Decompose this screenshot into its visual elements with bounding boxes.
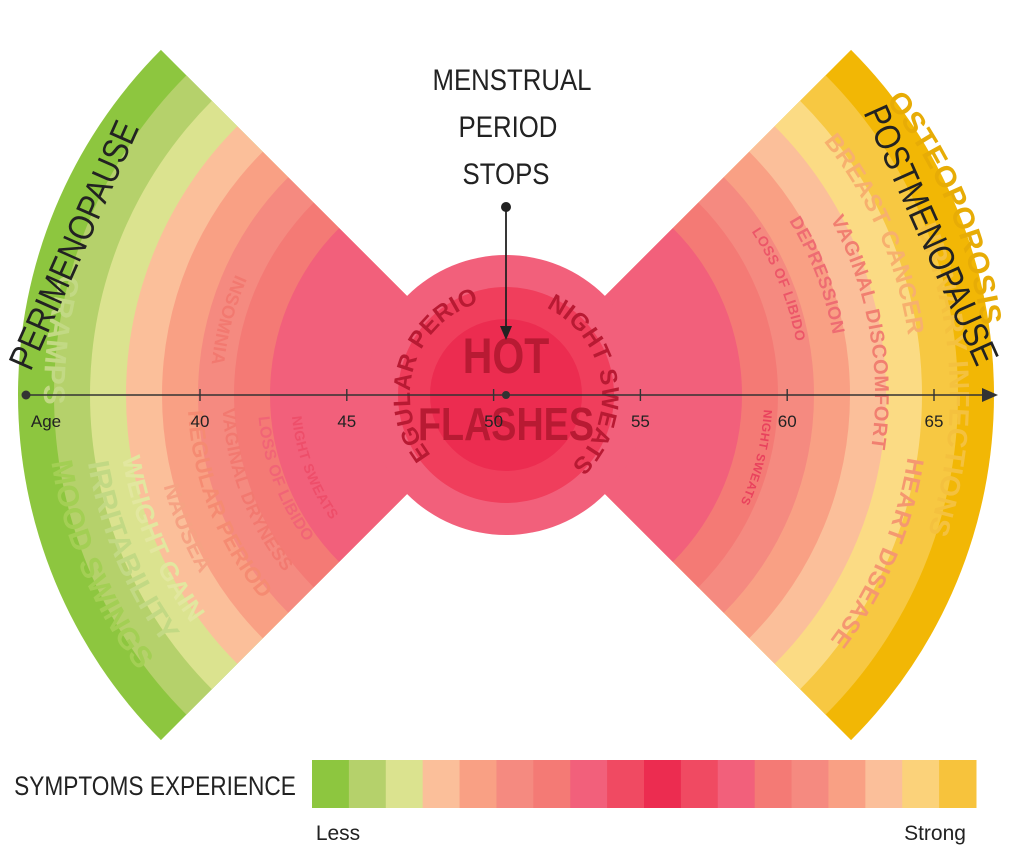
menstrual-period-stops-callout: MENSTRUAL PERIOD STOPS [432, 63, 592, 340]
legend-title: SYMPTOMS EXPERIENCE [14, 771, 296, 801]
legend-low-label: Less [316, 822, 360, 845]
tick-label-50: 50 [484, 412, 503, 431]
tick-label-60: 60 [778, 412, 797, 431]
legend-swatch-8 [570, 760, 608, 808]
symptoms-legend: SYMPTOMS EXPERIENCE Less Strong [14, 760, 977, 845]
axis-center-dot [502, 391, 510, 399]
legend-swatch-15 [828, 760, 866, 808]
legend-swatch-2 [348, 760, 387, 808]
tick-label-65: 65 [925, 412, 944, 431]
legend-swatch-14 [791, 760, 829, 808]
legend-swatch-9 [607, 760, 645, 808]
legend-swatch-12 [717, 760, 756, 808]
age-axis: Age 40 45 50 55 60 65 [21, 388, 998, 431]
legend-swatch-17 [902, 760, 940, 808]
legend-color-scale [312, 760, 977, 808]
legend-swatch-16 [865, 760, 903, 808]
legend-swatch-5 [459, 760, 497, 808]
callout-line-2: PERIOD [459, 110, 558, 143]
callout-arrowhead [500, 326, 512, 340]
axis-label: Age [31, 412, 61, 431]
legend-swatch-7 [533, 760, 571, 808]
legend-swatch-13 [754, 760, 793, 808]
tick-label-40: 40 [191, 412, 210, 431]
tick-label-55: 55 [631, 412, 650, 431]
axis-start-dot [21, 390, 31, 400]
legend-swatch-11 [680, 760, 719, 808]
legend-high-label: Strong [904, 822, 966, 845]
axis-arrowhead [982, 388, 998, 402]
legend-swatch-6 [496, 760, 534, 808]
legend-swatch-4 [422, 760, 461, 808]
callout-line-1: MENSTRUAL [432, 63, 591, 96]
legend-swatch-3 [385, 760, 424, 808]
callout-line-3: STOPS [463, 157, 550, 190]
legend-swatch-10 [644, 760, 682, 808]
tick-label-45: 45 [337, 412, 356, 431]
center-title-flashes: FLASHES [418, 398, 594, 449]
legend-swatch-18 [939, 760, 977, 808]
legend-swatch-1 [312, 760, 350, 808]
